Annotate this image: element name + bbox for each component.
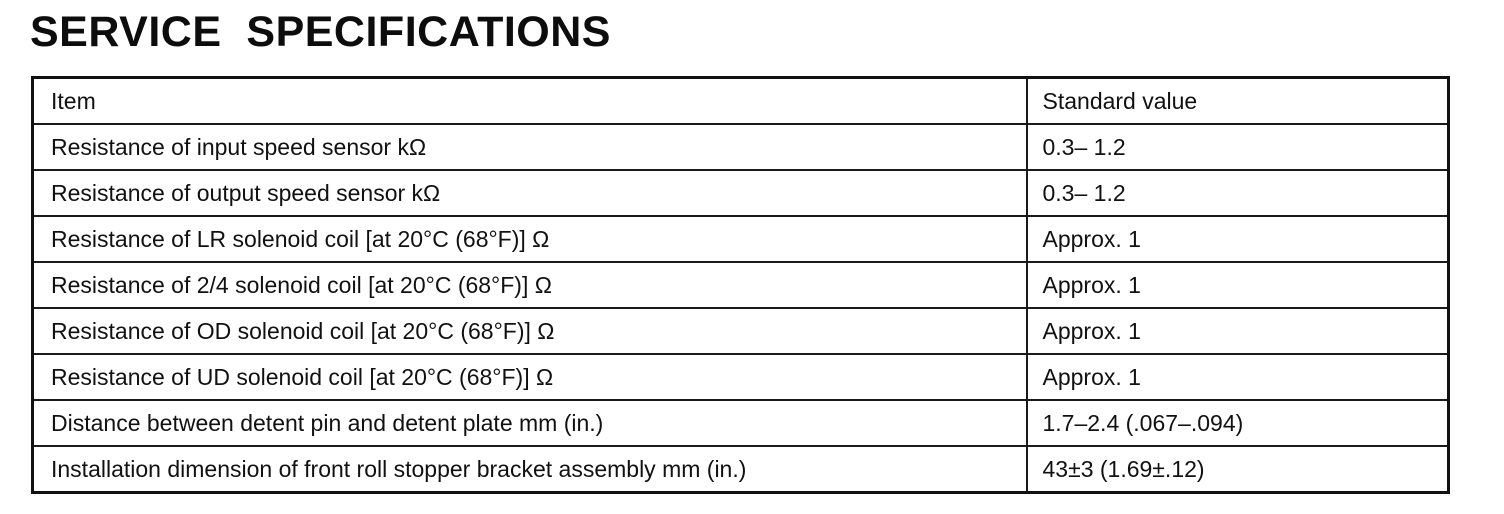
table-row: Resistance of 2/4 solenoid coil [at 20°C…: [31, 261, 1450, 309]
item-cell: Resistance of input speed sensor kΩ: [31, 123, 1028, 171]
table-row: Resistance of input speed sensor kΩ 0.3–…: [31, 123, 1450, 171]
item-cell: Resistance of 2/4 solenoid coil [at 20°C…: [31, 261, 1028, 309]
column-header-standard-value: Standard value: [1025, 76, 1450, 125]
table-row: Resistance of output speed sensor kΩ 0.3…: [31, 169, 1450, 217]
page-title: SERVICE SPECIFICATIONS: [30, 8, 611, 56]
value-cell: Approx. 1: [1025, 307, 1450, 355]
value-cell: 0.3– 1.2: [1025, 123, 1450, 171]
table-row: Resistance of UD solenoid coil [at 20°C …: [31, 353, 1450, 401]
service-specifications-table: Item Standard value Resistance of input …: [31, 76, 1450, 494]
item-cell: Resistance of OD solenoid coil [at 20°C …: [31, 307, 1028, 355]
table-header-row: Item Standard value: [31, 76, 1450, 125]
table-row: Installation dimension of front roll sto…: [31, 445, 1450, 494]
item-cell: Resistance of LR solenoid coil [at 20°C …: [31, 215, 1028, 263]
column-header-item: Item: [31, 76, 1028, 125]
item-cell: Resistance of UD solenoid coil [at 20°C …: [31, 353, 1028, 401]
value-cell: 43±3 (1.69±.12): [1025, 445, 1450, 494]
table-row: Resistance of OD solenoid coil [at 20°C …: [31, 307, 1450, 355]
table-row: Resistance of LR solenoid coil [at 20°C …: [31, 215, 1450, 263]
item-cell: Installation dimension of front roll sto…: [31, 445, 1028, 494]
value-cell: 0.3– 1.2: [1025, 169, 1450, 217]
table-row: Distance between detent pin and detent p…: [31, 399, 1450, 447]
value-cell: Approx. 1: [1025, 261, 1450, 309]
value-cell: Approx. 1: [1025, 215, 1450, 263]
value-cell: 1.7–2.4 (.067–.094): [1025, 399, 1450, 447]
value-cell: Approx. 1: [1025, 353, 1450, 401]
item-cell: Resistance of output speed sensor kΩ: [31, 169, 1028, 217]
item-cell: Distance between detent pin and detent p…: [31, 399, 1028, 447]
